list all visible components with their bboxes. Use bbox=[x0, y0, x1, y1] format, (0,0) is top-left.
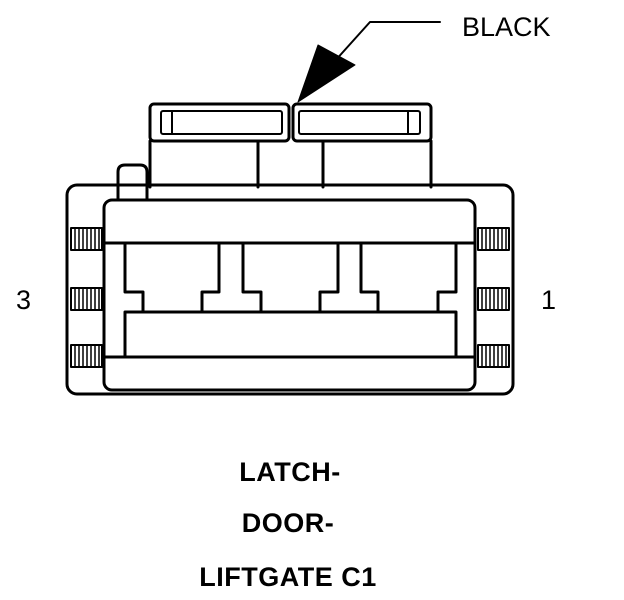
upper-housing bbox=[148, 139, 433, 189]
connector-title-line-3: LIFTGATE C1 bbox=[199, 562, 377, 592]
connector-body bbox=[65, 183, 515, 396]
lock-nub bbox=[116, 163, 149, 202]
pin-number-left: 3 bbox=[16, 285, 32, 315]
color-leader-arrow bbox=[297, 21, 441, 103]
left-rib-lines bbox=[74, 227, 100, 368]
right-rib-lines bbox=[481, 227, 507, 368]
wire-color-label: BLACK bbox=[462, 12, 551, 42]
connector-title-line-1: LATCH- bbox=[239, 457, 341, 487]
latch-tabs bbox=[148, 102, 433, 189]
connector-title-line-2: DOOR- bbox=[241, 508, 335, 538]
pin-number-right: 1 bbox=[541, 285, 557, 315]
terminal-cavities bbox=[123, 241, 458, 359]
